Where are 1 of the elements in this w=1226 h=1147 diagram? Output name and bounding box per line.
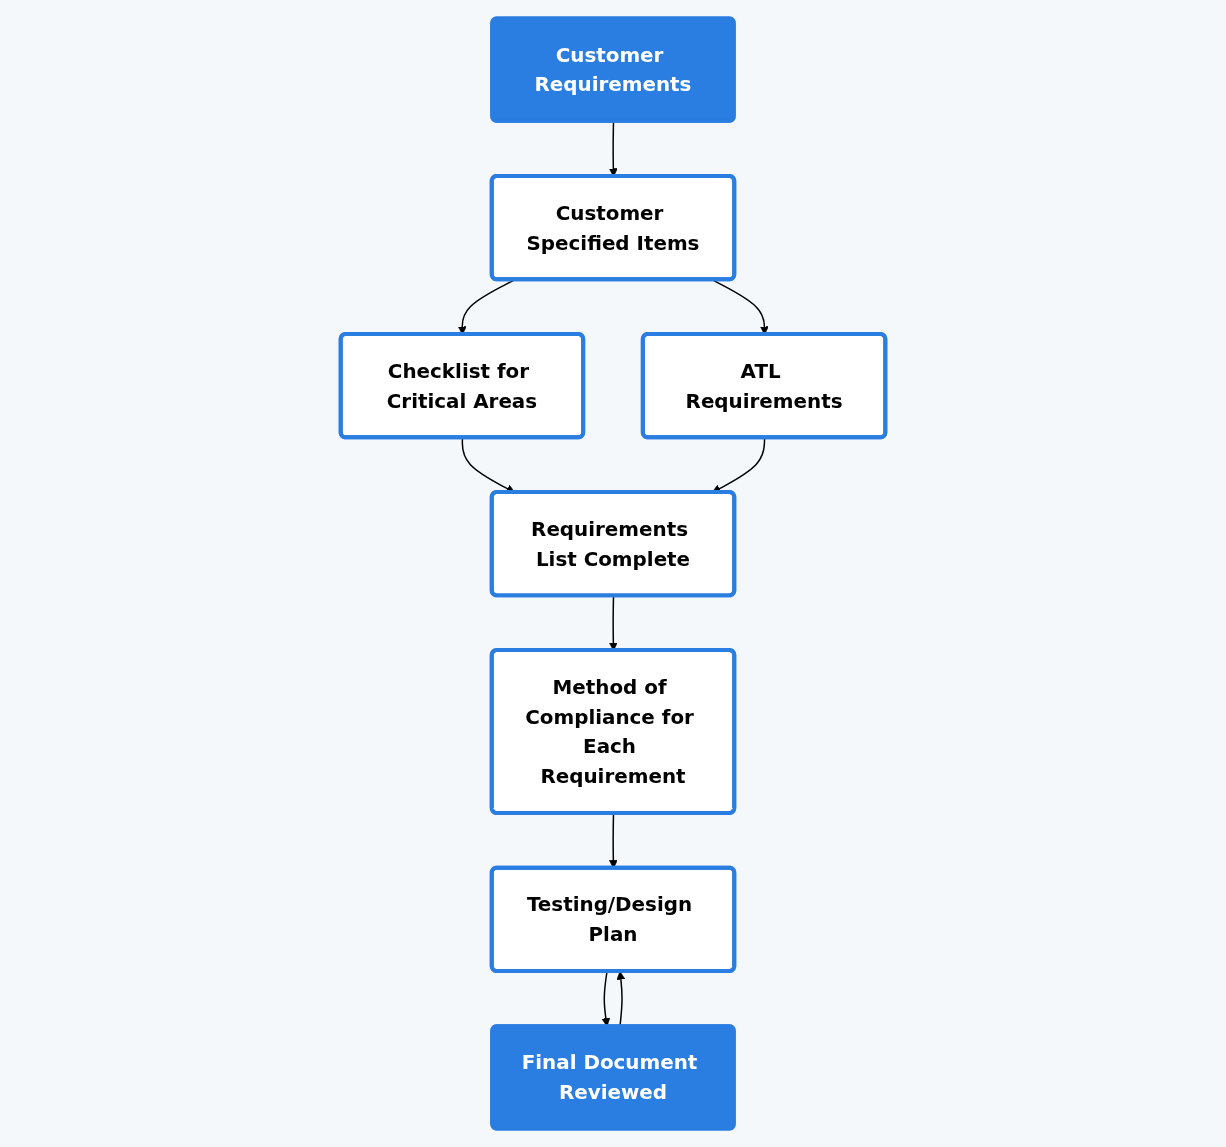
arrow	[609, 595, 618, 651]
